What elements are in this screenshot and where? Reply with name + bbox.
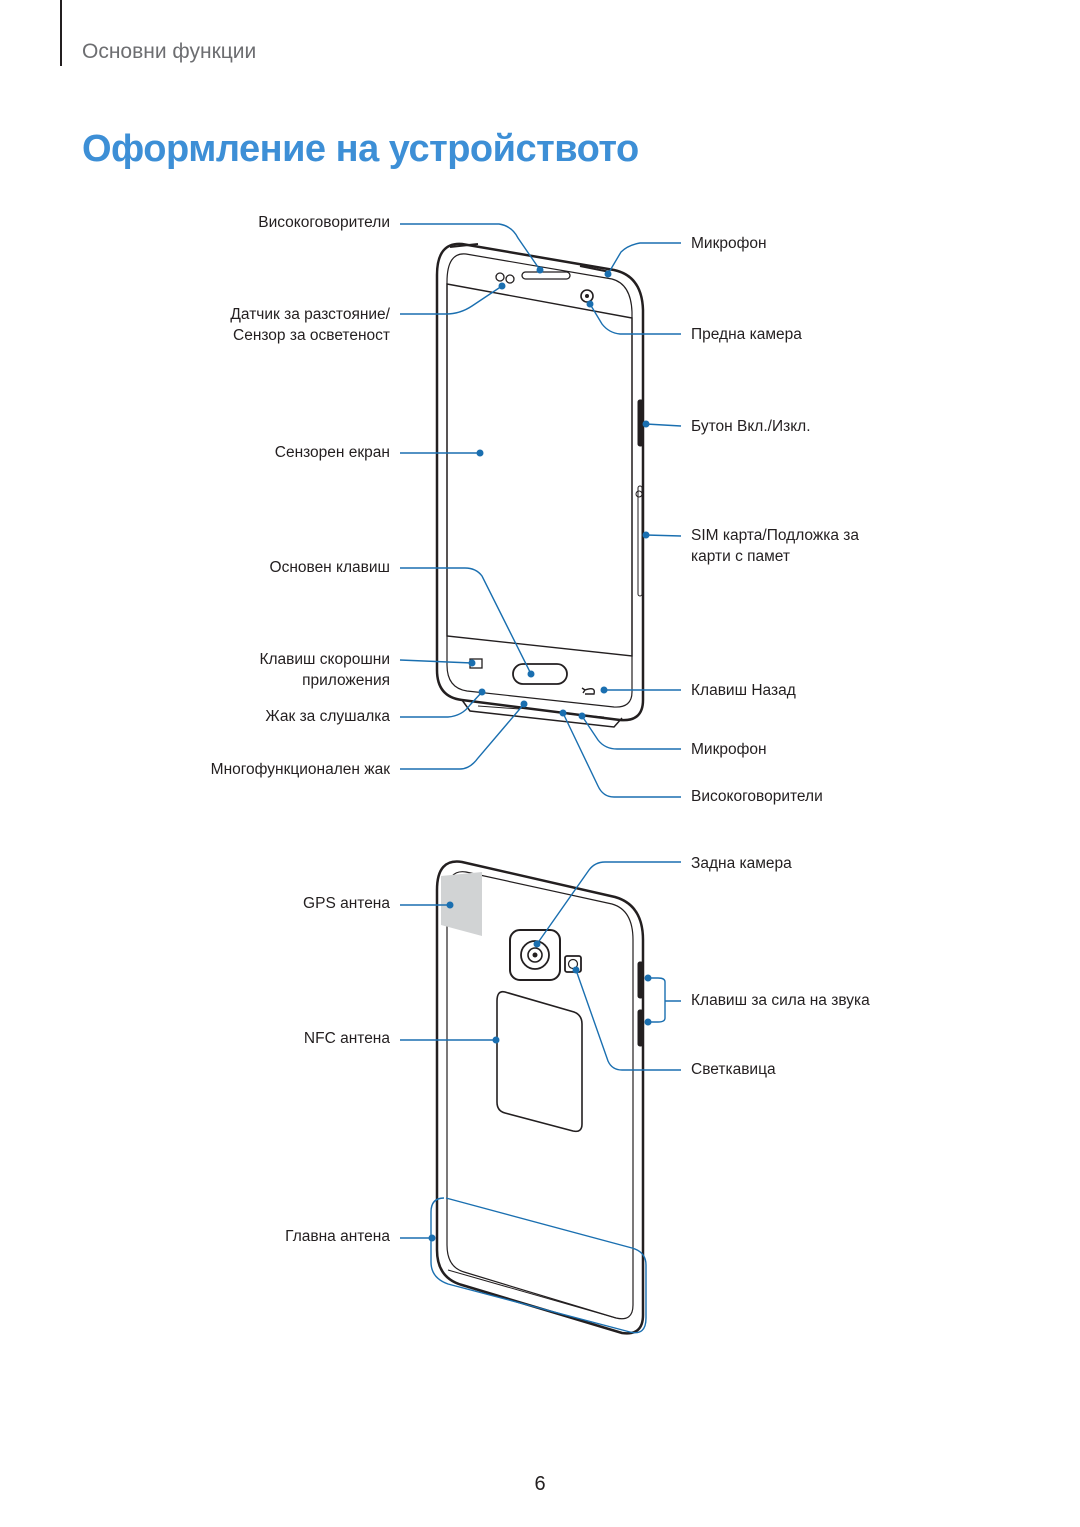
- label-earphone-jack: Жак за слушалка: [265, 708, 390, 725]
- page-number: 6: [534, 1473, 546, 1495]
- callout-dots: [428, 266, 652, 1242]
- sim-eject-hole: [635, 490, 643, 498]
- sim-tray-shape: [637, 485, 643, 597]
- label-volume-key: Клавиш за сила на звука: [691, 992, 870, 1009]
- front-phone: [435, 242, 645, 728]
- label-multipurpose-jack: Многофункционален жак: [210, 761, 390, 778]
- earpiece-speaker-icon: [521, 271, 571, 280]
- page-title: Оформление на устройството: [82, 128, 639, 170]
- front-camera-icon: [580, 289, 594, 303]
- label-speakers-top: Високоговорители: [258, 214, 390, 231]
- home-key-icon: [512, 663, 568, 685]
- label-speakers-bottom: Високоговорители: [691, 788, 823, 805]
- label-recent-apps-key: Клавиш скорошни приложения: [259, 651, 390, 689]
- volume-up-shape: [637, 961, 644, 999]
- label-proximity-light-sensor: Датчик за разстояние/ Сензор за осветено…: [230, 306, 390, 344]
- label-main-antenna: Главна антена: [285, 1228, 390, 1245]
- power-button-shape: [637, 399, 644, 447]
- proximity-sensor-icon: [495, 272, 505, 282]
- label-touchscreen: Сензорен екран: [274, 444, 390, 461]
- section-header: Основни функции: [82, 40, 257, 63]
- label-microphone-top: Микрофон: [691, 235, 767, 252]
- label-back-key: Клавиш Назад: [691, 682, 796, 699]
- callout-lines: [399, 223, 682, 1334]
- back-key-icon: [584, 687, 595, 695]
- label-home-key: Основен клавиш: [269, 559, 390, 576]
- side-rule: [60, 0, 62, 66]
- back-phone: [435, 860, 645, 1335]
- volume-down-shape: [637, 1009, 644, 1047]
- gps-antenna-area: [441, 872, 482, 936]
- flash-icon: [564, 955, 582, 973]
- label-rear-camera: Задна камера: [691, 855, 792, 872]
- rear-camera-icon: [520, 940, 550, 970]
- label-power-key: Бутон Вкл./Изкл.: [691, 418, 811, 435]
- nfc-antenna-area: [496, 990, 583, 1133]
- label-nfc-antenna: NFC антена: [303, 1030, 390, 1047]
- front-screen-outline: [446, 283, 633, 657]
- rear-camera-frame: [509, 929, 561, 981]
- label-microphone-bottom: Микрофон: [691, 741, 767, 758]
- label-front-camera: Предна камера: [691, 326, 802, 343]
- label-gps-antenna: GPS антена: [303, 895, 390, 912]
- light-sensor-icon: [505, 274, 515, 284]
- label-flash: Светкавица: [691, 1061, 776, 1078]
- label-sim-tray: SIM карта/Подложка за карти с памет: [691, 527, 860, 565]
